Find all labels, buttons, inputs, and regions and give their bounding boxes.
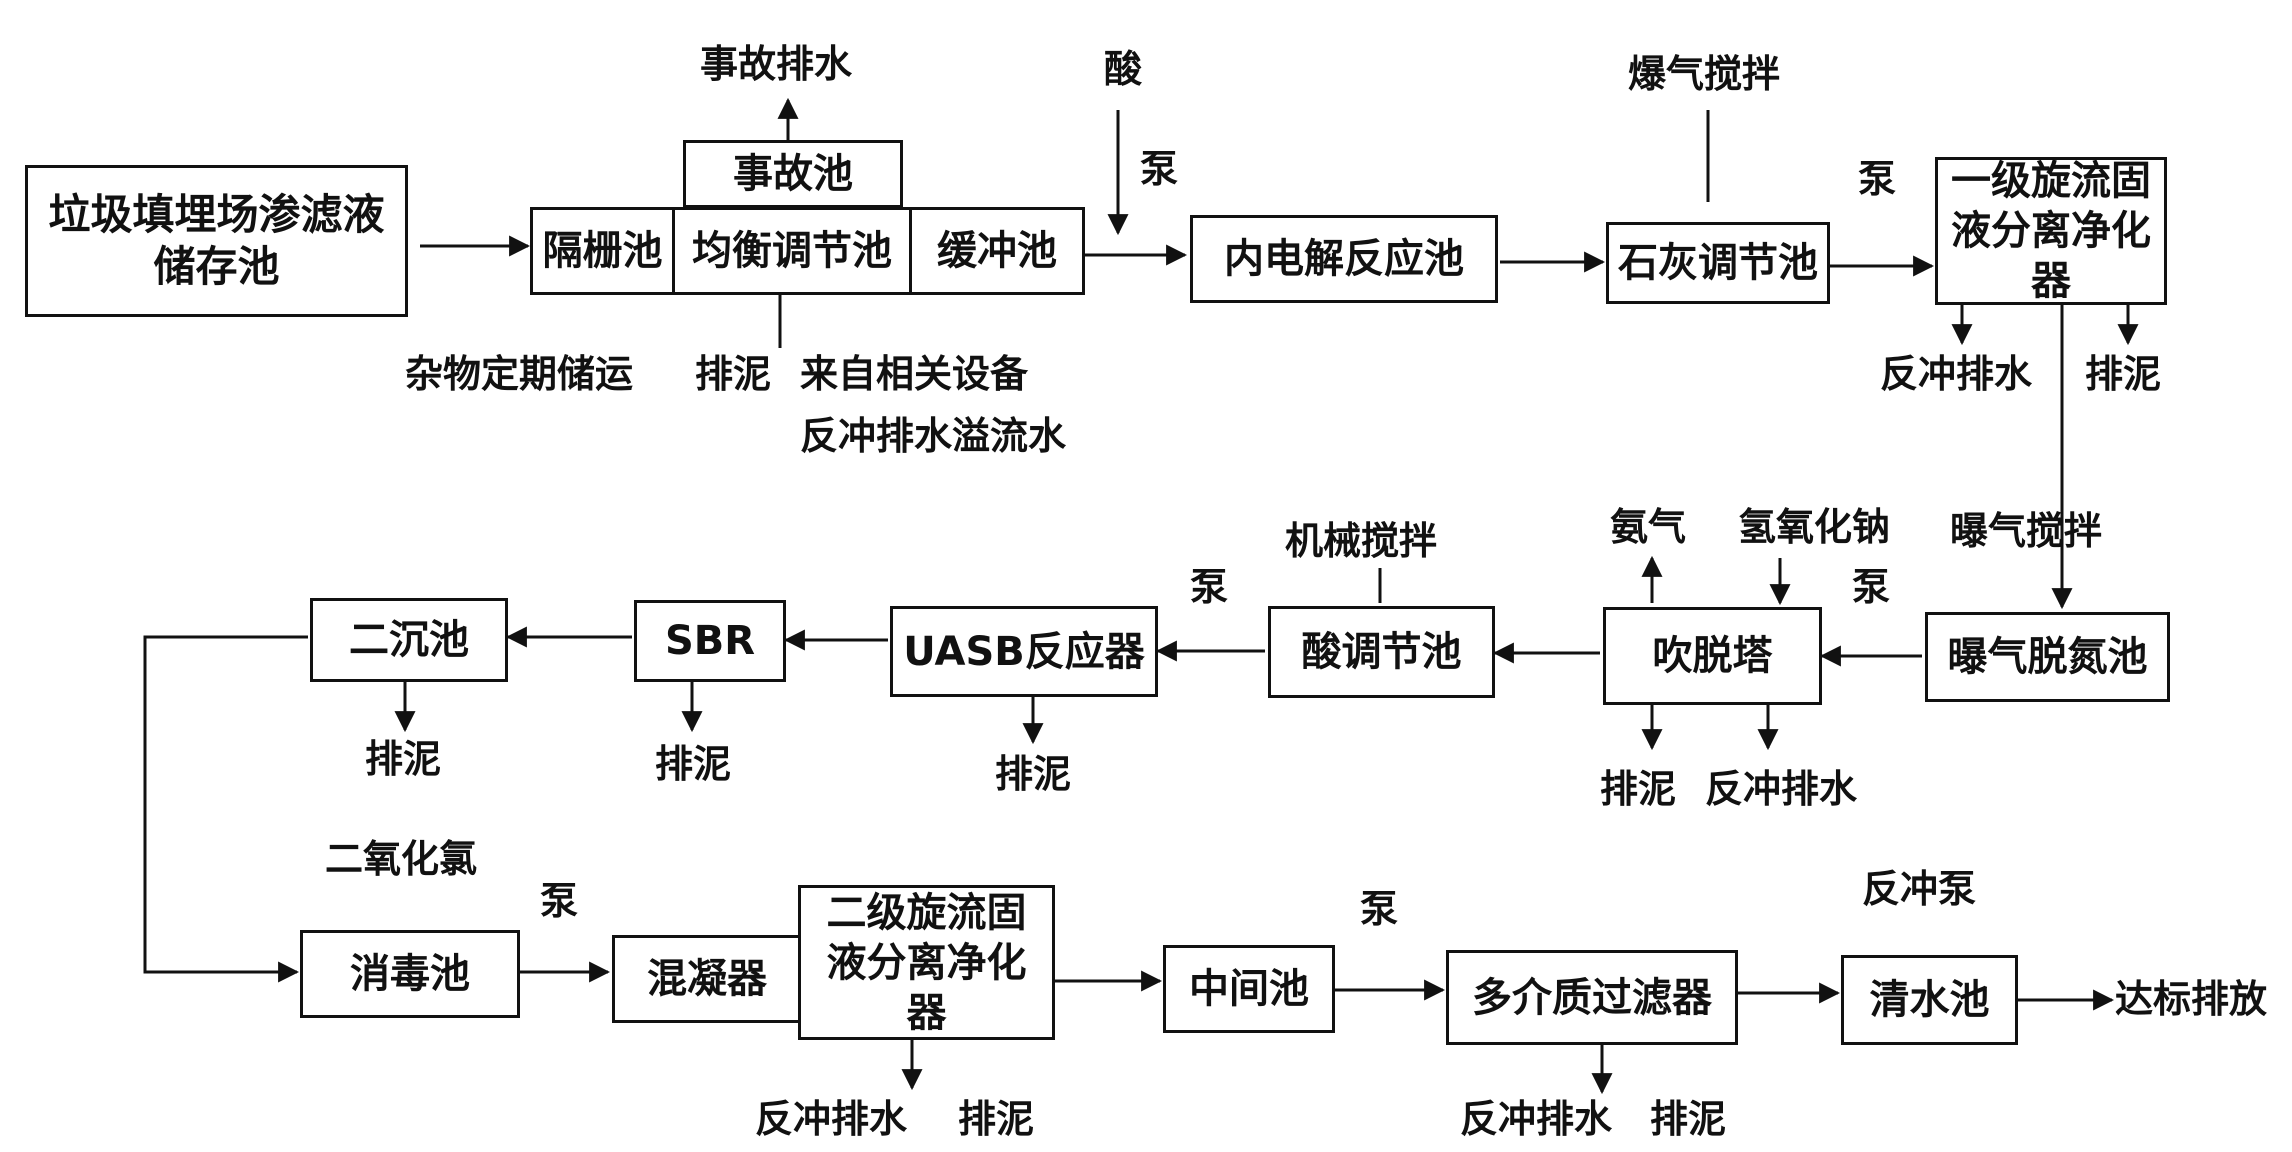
landfill-leachate-storage-box: 垃圾填埋场渗滤液储存池 — [25, 165, 408, 317]
clear-water-pool-label: 清水池 — [1869, 977, 1990, 1023]
sbr-sludge-label: 排泥 — [655, 742, 732, 786]
clear-water-pool-box: 清水池 — [1841, 955, 2018, 1045]
cyclone2-sludge-label: 排泥 — [958, 1097, 1035, 1141]
stripping-tower-label: 吹脱塔 — [1652, 633, 1773, 679]
overflow-water-label: 反冲排水溢流水 — [800, 414, 1067, 458]
debris-storage-label: 杂物定期储运 — [405, 352, 634, 396]
secondary-cyclone-separator-box: 二级旋流固液分离净化器 — [798, 885, 1055, 1040]
uasb-reactor-label: UASB反应器 — [903, 628, 1145, 675]
pump-label-4: 泵 — [1190, 565, 1229, 609]
mechanical-stir-label: 机械搅拌 — [1285, 519, 1438, 563]
multimedia-filter-label: 多介质过滤器 — [1472, 974, 1712, 1021]
sodium-hydroxide-label: 氢氧化钠 — [1738, 505, 1891, 549]
secondary-sedimentation-box: 二沉池 — [310, 598, 508, 682]
stripping-backwash-label: 反冲排水 — [1705, 767, 1858, 811]
equalization-sludge-label: 排泥 — [695, 352, 772, 396]
intermediate-pool-label: 中间池 — [1189, 966, 1309, 1012]
pump-label-6: 泵 — [1360, 887, 1399, 931]
acid-adjustment-pool-box: 酸调节池 — [1268, 606, 1495, 698]
cyclone1-sludge-label: 排泥 — [2085, 352, 2162, 396]
stripping-sludge-label: 排泥 — [1600, 767, 1677, 811]
accident-discharge-label: 事故排水 — [700, 42, 853, 86]
grid-pool-label: 隔栅池 — [542, 228, 663, 274]
equalization-pool-box: 均衡调节池 — [672, 207, 912, 295]
disinfection-pool-label: 消毒池 — [350, 951, 470, 997]
cyclone2-backwash-label: 反冲排水 — [755, 1097, 908, 1141]
lime-adjustment-pool-label: 石灰调节池 — [1618, 240, 1818, 286]
sbr-box: SBR — [634, 600, 786, 682]
pump-label-3: 泵 — [1852, 565, 1891, 609]
stripping-tower-box: 吹脱塔 — [1603, 607, 1822, 705]
coagulator-label: 混凝器 — [647, 956, 767, 1002]
multimedia-filter-box: 多介质过滤器 — [1446, 950, 1738, 1045]
pump-label-1: 泵 — [1140, 147, 1179, 191]
secondary-cyclone-separator-label: 二级旋流固液分离净化器 — [826, 889, 1027, 1036]
uasb-sludge-label: 排泥 — [995, 752, 1072, 796]
backwash-pump-label: 反冲泵 — [1862, 867, 1977, 911]
acid-label: 酸 — [1104, 47, 1143, 91]
intermediate-pool-box: 中间池 — [1163, 945, 1335, 1033]
primary-cyclone-separator-label: 一级旋流固液分离净化器 — [1951, 158, 2151, 304]
lime-adjustment-pool-box: 石灰调节池 — [1606, 222, 1830, 304]
cyclone1-backwash-label: 反冲排水 — [1880, 352, 2033, 396]
overflow-source-label: 来自相关设备 — [800, 352, 1029, 396]
filter-backwash-label: 反冲排水 — [1460, 1097, 1613, 1141]
chlorine-dioxide-label: 二氧化氯 — [325, 837, 478, 881]
micro-electrolysis-reactor-label: 内电解反应池 — [1224, 236, 1464, 282]
aeration-denitrification-pool-label: 曝气脱氮池 — [1947, 634, 2148, 680]
buffer-pool-box: 缓冲池 — [909, 207, 1085, 295]
arrow-secondary-to-disinfection — [143, 635, 308, 983]
acid-adjustment-pool-label: 酸调节池 — [1301, 629, 1462, 675]
uasb-reactor-box: UASB反应器 — [890, 606, 1158, 697]
pump-label-2: 泵 — [1858, 157, 1897, 201]
grid-pool-box: 隔栅池 — [530, 207, 675, 295]
pump-label-5: 泵 — [540, 879, 579, 923]
accident-pool-label: 事故池 — [733, 151, 853, 197]
buffer-pool-label: 缓冲池 — [937, 228, 1057, 274]
aeration-denitrification-pool-box: 曝气脱氮池 — [1925, 612, 2170, 702]
primary-cyclone-separator-box: 一级旋流固液分离净化器 — [1935, 157, 2167, 305]
filter-sludge-label: 排泥 — [1650, 1097, 1727, 1141]
disinfection-pool-box: 消毒池 — [300, 930, 520, 1018]
micro-electrolysis-reactor-box: 内电解反应池 — [1190, 215, 1498, 303]
aeration-stir-label-2: 曝气搅拌 — [1950, 509, 2103, 553]
landfill-leachate-storage-label: 垃圾填埋场渗滤液储存池 — [48, 189, 385, 292]
discharge-label: 达标排放 — [2115, 977, 2268, 1021]
sbr-label: SBR — [664, 618, 756, 664]
aeration-stir-label-1: 爆气搅拌 — [1628, 52, 1781, 96]
coagulator-box: 混凝器 — [612, 935, 802, 1023]
secondary-sludge-label: 排泥 — [365, 737, 442, 781]
equalization-pool-label: 均衡调节池 — [692, 228, 892, 274]
secondary-sedimentation-label: 二沉池 — [349, 617, 469, 663]
accident-pool-box: 事故池 — [683, 140, 903, 208]
ammonia-label: 氨气 — [1610, 505, 1687, 549]
